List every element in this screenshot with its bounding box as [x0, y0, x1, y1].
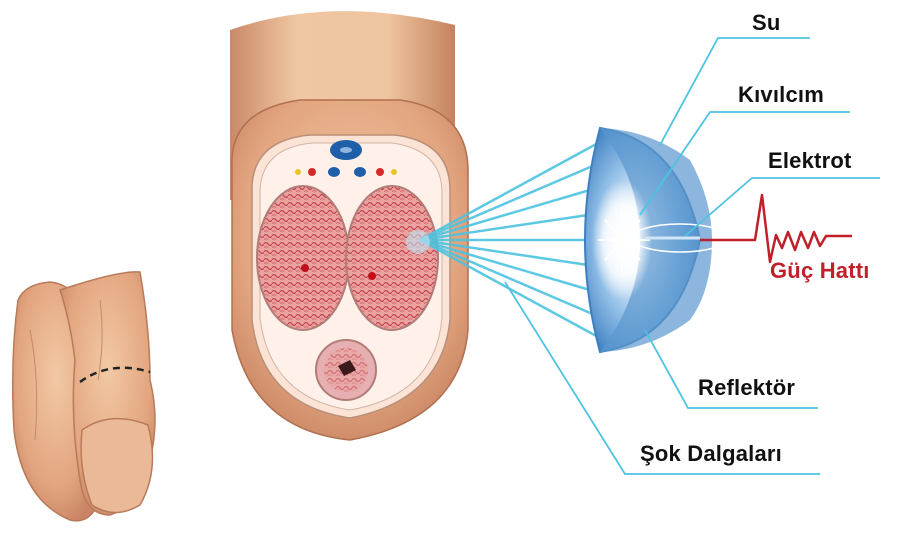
- label-reflector: Reflektör: [698, 375, 795, 401]
- focal-point-icon: [406, 230, 430, 254]
- label-water: Su: [752, 10, 781, 36]
- power-signal-icon: [700, 195, 852, 262]
- label-electrode: Elektrot: [768, 148, 852, 174]
- cross-section-icon: [230, 11, 468, 440]
- side-view-icon: [13, 272, 155, 521]
- label-spark: Kıvılcım: [738, 82, 824, 108]
- label-power-line: Güç Hattı: [770, 258, 870, 284]
- label-shock-waves: Şok Dalgaları: [640, 441, 782, 467]
